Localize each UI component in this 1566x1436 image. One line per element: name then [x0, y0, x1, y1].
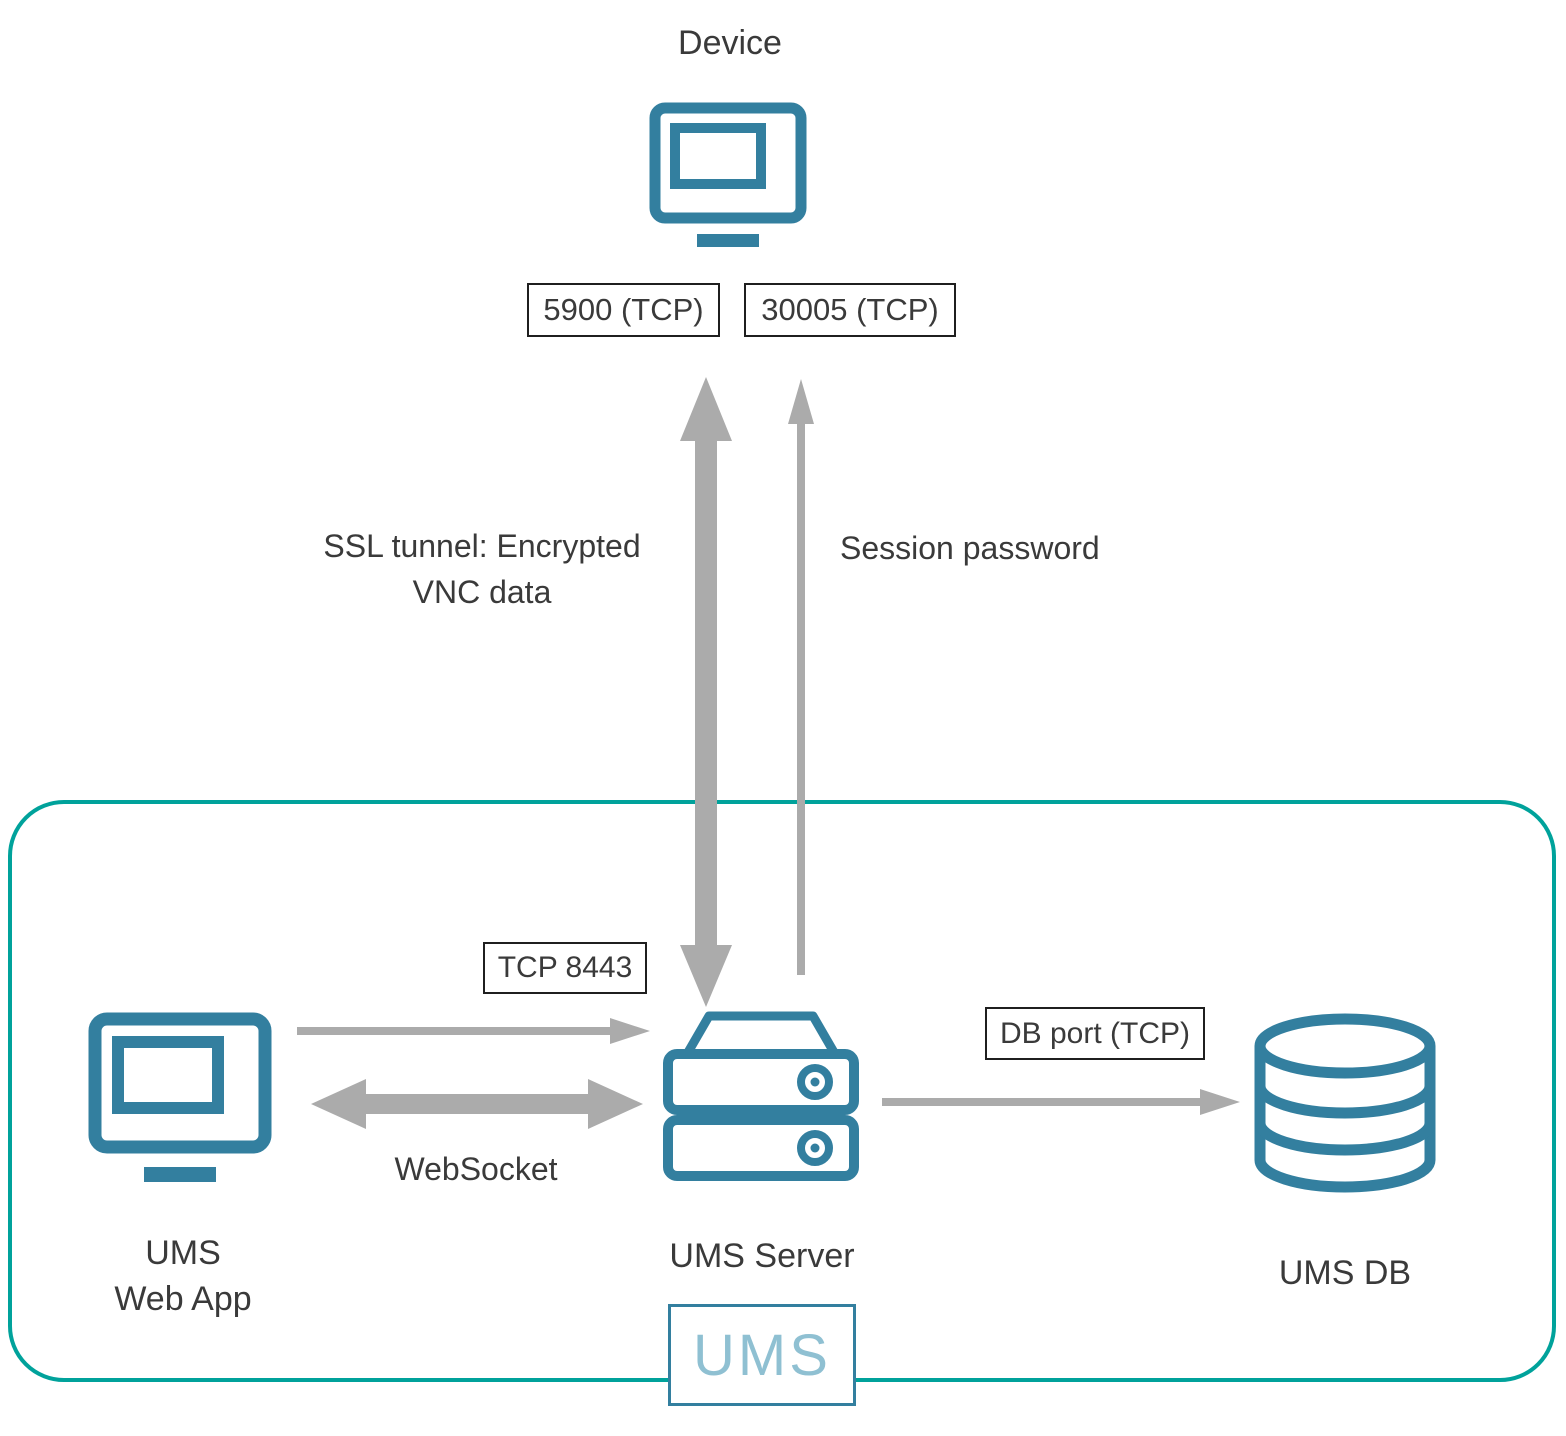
- ums-web-app-label: UMS Web App: [114, 1234, 252, 1318]
- session-password-label: Session password: [840, 530, 1100, 566]
- ums-server-label: UMS Server: [669, 1237, 855, 1275]
- device-label: Device: [678, 24, 782, 62]
- websocket-label: WebSocket: [394, 1151, 558, 1187]
- ums-web-app-monitor-icon: [88, 1012, 272, 1182]
- ums-db-label: UMS DB: [1278, 1254, 1412, 1292]
- db-port-box: DB port (TCP): [985, 1007, 1205, 1060]
- device-monitor-icon: [649, 102, 807, 247]
- tcp-8443-box: TCP 8443: [483, 942, 647, 994]
- port-5900-box: 5900 (TCP): [527, 283, 720, 337]
- ums-server-icon: [663, 1011, 859, 1181]
- ums-db-database-icon: [1254, 1013, 1436, 1193]
- ums-logo-text: UMS: [693, 1322, 831, 1388]
- ums-logo-box: UMS: [668, 1304, 856, 1406]
- ssl-tunnel-label: SSL tunnel: Encrypted VNC data: [323, 528, 641, 610]
- port-30005-box: 30005 (TCP): [744, 283, 956, 337]
